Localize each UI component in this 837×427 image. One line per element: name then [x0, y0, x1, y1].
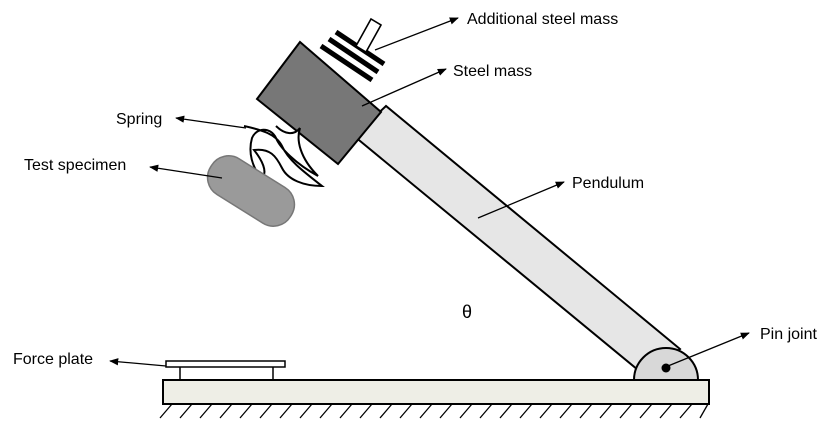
base-slab — [162, 379, 710, 405]
added-mass-bolt — [354, 17, 383, 54]
arrow-pin-joint — [667, 332, 750, 367]
ground-base — [159, 379, 710, 419]
label-theta-angle: θ — [462, 302, 472, 322]
added-mass-plate-1 — [319, 43, 374, 83]
label-force-plate: Force plate — [13, 351, 93, 368]
arrow-spring — [175, 115, 247, 129]
test-specimen — [206, 155, 296, 227]
additional-steel-mass — [319, 17, 386, 83]
label-test-specimen: Test specimen — [24, 157, 126, 174]
arrow-additional-steel-mass — [374, 17, 459, 51]
arrow-steel-mass — [361, 68, 447, 107]
label-steel-mass: Steel mass — [453, 63, 532, 80]
steel-mass-block — [255, 40, 383, 166]
pendulum-arm — [352, 104, 682, 381]
force-plate-top — [165, 360, 286, 368]
label-pendulum: Pendulum — [572, 175, 644, 192]
arrow-pendulum — [477, 181, 565, 219]
label-spring: Spring — [116, 111, 162, 128]
label-pin-joint: Pin joint — [760, 326, 817, 343]
label-additional-steel-mass: Additional steel mass — [467, 11, 618, 28]
arrow-force-plate — [109, 358, 167, 367]
arrow-test-specimen — [149, 164, 223, 179]
ground-hatching — [159, 403, 709, 419]
force-plate — [165, 360, 286, 380]
leader-arrows — [109, 17, 750, 367]
added-mass-plate-2 — [327, 36, 380, 75]
